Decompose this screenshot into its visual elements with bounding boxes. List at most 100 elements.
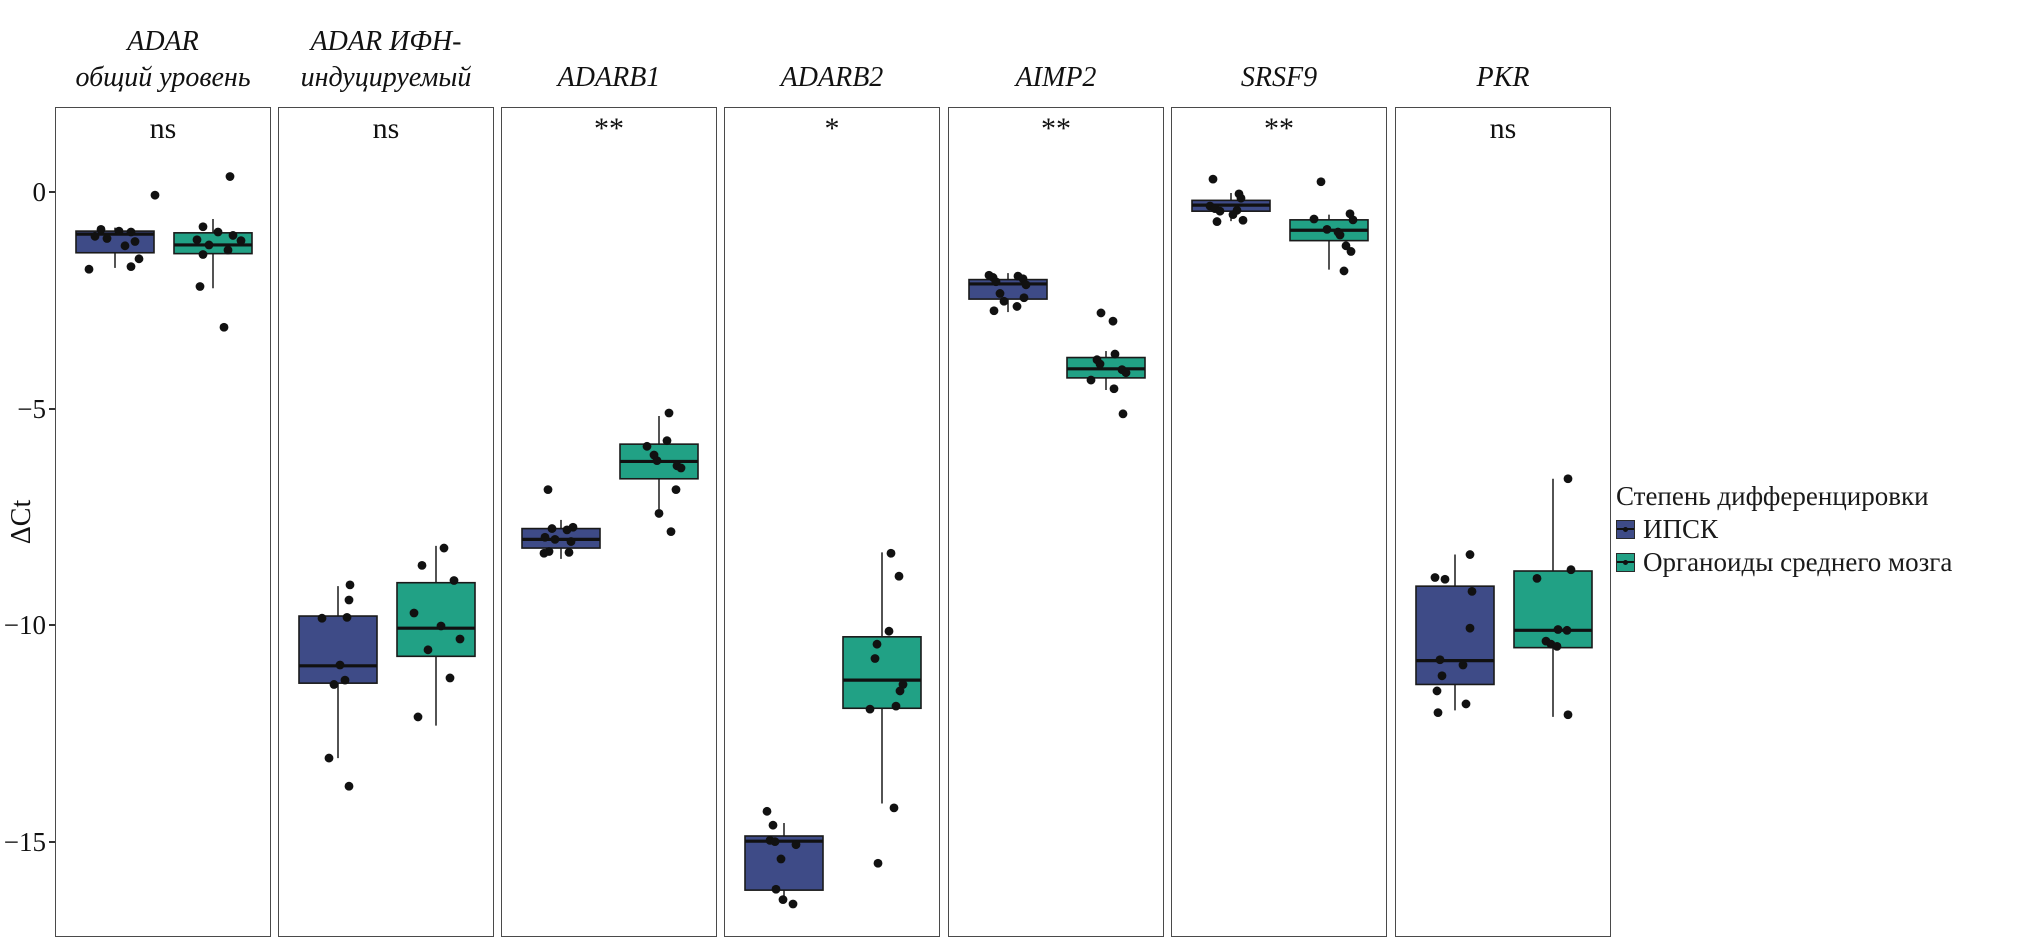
jitter-point <box>344 781 354 791</box>
significance-label: ** <box>1041 112 1071 145</box>
jitter-point <box>198 250 208 259</box>
jitter-point <box>1012 302 1022 311</box>
y-tick-mark <box>49 191 55 193</box>
jitter-point <box>1316 177 1326 187</box>
jitter-point <box>439 543 449 553</box>
panel-plot-area <box>75 172 253 332</box>
jitter-point <box>873 858 883 868</box>
panel-title-aimp2: AIMP2 <box>888 12 1224 96</box>
panel-title-adarb2: ADARB2 <box>664 12 1000 96</box>
jitter-point <box>126 227 136 237</box>
jitter-point <box>1348 215 1358 225</box>
jitter-point <box>642 441 652 451</box>
panel-plot-area <box>1415 474 1593 720</box>
jitter-point <box>130 237 140 246</box>
jitter-point <box>324 753 334 763</box>
jitter-point <box>1440 574 1450 584</box>
jitter-point <box>662 436 672 446</box>
jitter-point <box>445 673 455 683</box>
jitter-point <box>1467 586 1477 596</box>
jitter-point <box>102 234 112 243</box>
panel-title-line: SRSF9 <box>1240 62 1318 93</box>
panel-title-line: ADAR ИФН- <box>310 26 462 57</box>
jitter-point <box>1228 210 1238 220</box>
jitter-point <box>1095 359 1105 369</box>
jitter-point <box>1109 384 1119 394</box>
legend-item-label: ИПСК <box>1643 514 1719 544</box>
box-rect <box>396 581 476 658</box>
jitter-point <box>1121 368 1131 378</box>
jitter-point <box>1215 206 1225 216</box>
jitter-point <box>865 704 875 714</box>
jitter-point <box>870 654 880 663</box>
legend-key-point <box>1622 526 1628 532</box>
jitter-point <box>991 277 1001 287</box>
jitter-point <box>342 612 352 622</box>
y-tick-label: −10 <box>3 610 46 640</box>
jitter-point <box>768 820 778 830</box>
panel-plot-area <box>968 270 1146 419</box>
jitter-point <box>204 240 214 250</box>
panel-plot-area <box>744 548 922 909</box>
significance-label: * <box>824 112 840 145</box>
panel-title-line: PKR <box>1476 62 1530 93</box>
jitter-point <box>989 306 999 316</box>
jitter-point <box>1322 224 1332 234</box>
legend-key-point <box>1622 559 1628 565</box>
jitter-point <box>891 701 901 711</box>
panel-plot-area <box>521 408 699 559</box>
significance-label: ns <box>1489 112 1517 145</box>
jitter-point <box>1432 686 1442 696</box>
y-tick-label: 0 <box>32 177 47 207</box>
jitter-point <box>762 806 772 816</box>
jitter-point <box>771 884 781 894</box>
panel-title-line: ADARB1 <box>557 62 661 93</box>
jitter-point <box>872 639 882 649</box>
panel-title-line: индуцируемый <box>300 62 472 93</box>
jitter-point <box>1465 623 1475 633</box>
jitter-point <box>1341 241 1351 251</box>
jitter-point <box>1465 550 1475 559</box>
jitter-point <box>999 296 1009 306</box>
jitter-point <box>886 548 896 558</box>
jitter-point <box>543 485 553 495</box>
jitter-point <box>340 675 350 685</box>
jitter-point <box>1110 349 1120 359</box>
jitter-point <box>1437 671 1447 681</box>
jitter-point <box>1552 641 1562 651</box>
jitter-point <box>654 509 664 518</box>
jitter-point <box>90 231 100 241</box>
jitter-point <box>676 463 686 473</box>
jitter-point <box>236 236 246 246</box>
jitter-point <box>1335 230 1345 240</box>
jitter-point <box>550 535 560 544</box>
jitter-point <box>1339 266 1349 276</box>
jitter-point <box>664 408 674 418</box>
jitter-point <box>134 254 144 264</box>
jitter-point <box>1346 247 1356 256</box>
jitter-point <box>1309 214 1319 224</box>
jitter-point <box>1108 316 1118 326</box>
y-tick-mark <box>49 624 55 626</box>
jitter-point <box>449 576 459 585</box>
jitter-point <box>652 456 662 465</box>
significance-label: ns <box>149 112 177 145</box>
y-tick-label: −5 <box>17 393 46 424</box>
jitter-point <box>1563 474 1573 484</box>
box-rect <box>298 615 378 684</box>
jitter-point <box>225 172 235 181</box>
jitter-point <box>791 840 801 850</box>
jitter-point <box>1562 625 1572 635</box>
jitter-point <box>539 548 549 558</box>
panel-title-adarb1: ADARB1 <box>441 12 777 96</box>
jitter-point <box>1563 710 1573 720</box>
jitter-point <box>788 899 798 909</box>
panel-adar-total: ns <box>55 107 271 937</box>
jitter-point <box>1435 655 1445 665</box>
y-tick-label: −15 <box>3 826 46 857</box>
jitter-point <box>671 485 681 495</box>
significance-label: ns <box>372 112 400 145</box>
panel-plot-area <box>1191 174 1369 276</box>
